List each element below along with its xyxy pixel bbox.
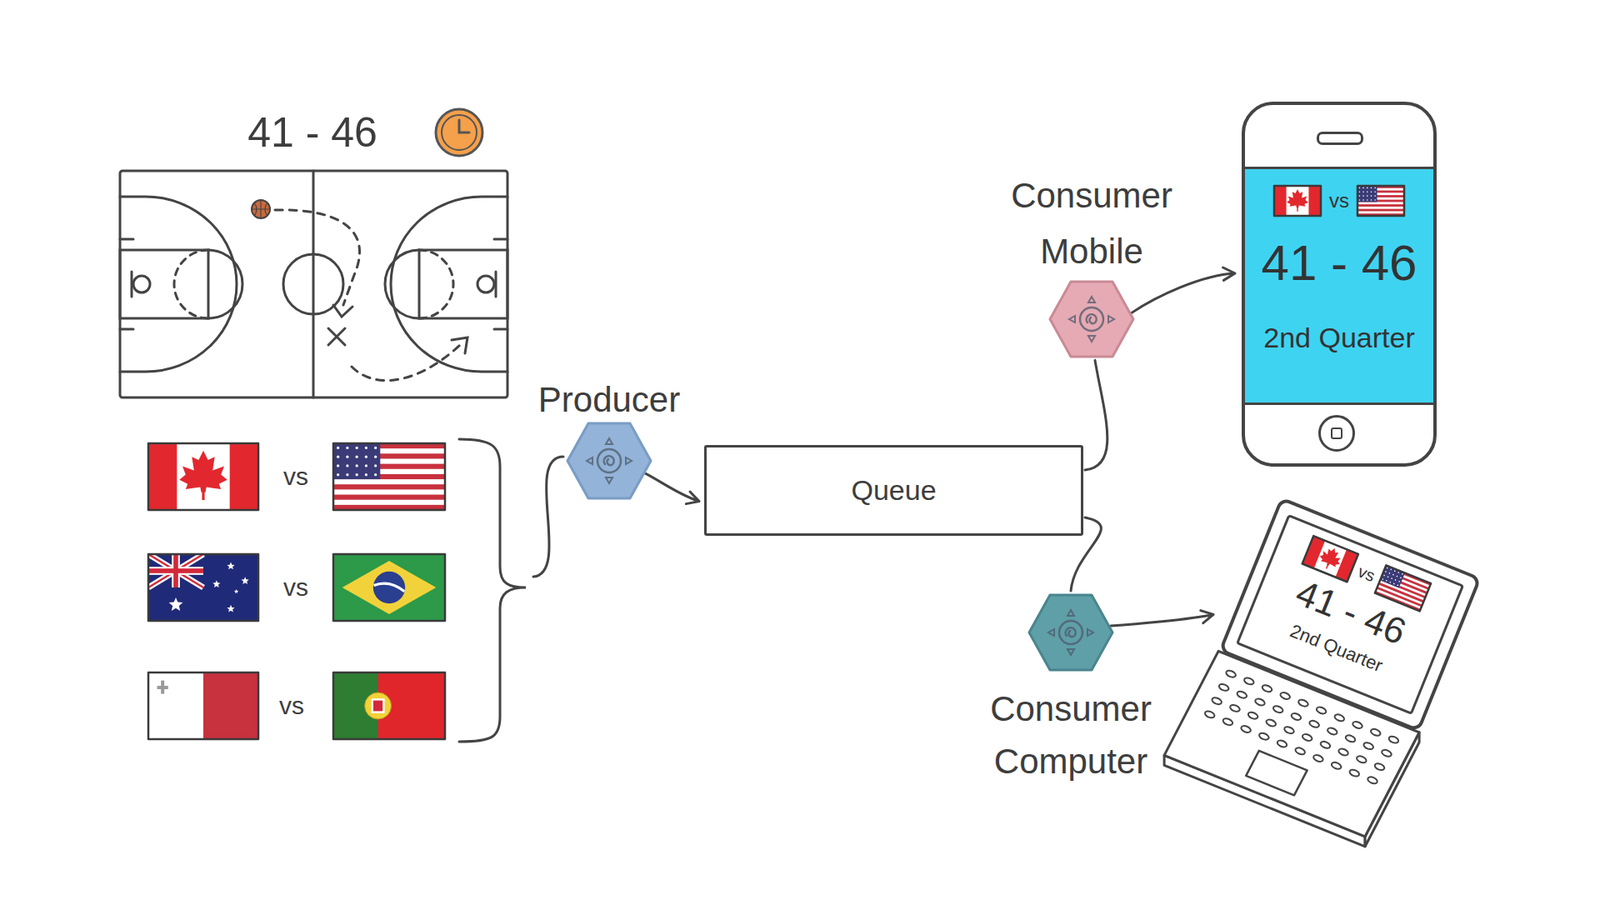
phone-speaker [1316, 131, 1364, 145]
queue-box: Queue [704, 445, 1084, 536]
node-label: Producer [525, 379, 693, 421]
service-hexagon [1048, 279, 1135, 360]
connector-line [1131, 267, 1235, 313]
node-label: Consumer Mobile [991, 167, 1192, 280]
phone-device: vs 41 - 46 2nd Quarter [1241, 101, 1437, 467]
versus-label: vs [283, 572, 309, 603]
service-hexagon [565, 420, 653, 501]
clock-icon [435, 109, 483, 156]
score-label: 41 - 46 [247, 107, 378, 158]
versus-text: vs [1329, 189, 1350, 214]
basketball-court [120, 170, 508, 398]
score-text: 41 - 46 [1245, 235, 1434, 291]
connector-line [1110, 610, 1214, 626]
period-text: 2nd Quarter [1245, 320, 1434, 355]
service-node: Producer [525, 379, 693, 501]
match-bracket [459, 439, 564, 742]
queue-label: Queue [850, 473, 936, 508]
connector-line [1085, 360, 1108, 470]
connector [1110, 610, 1214, 626]
connector-line [644, 472, 700, 504]
connector [1085, 360, 1108, 470]
flag-icon [1272, 184, 1323, 218]
flag-icon [1355, 184, 1406, 218]
play-path [275, 210, 468, 381]
versus-label: vs [283, 461, 309, 492]
service-node: Consumer Mobile [991, 167, 1192, 360]
phone-home-button [1318, 415, 1355, 452]
service-node: Consumer Computer [970, 592, 1171, 788]
service-hexagon [1027, 592, 1115, 673]
versus-text: vs [1355, 560, 1379, 586]
score-flags-row: vs [1245, 184, 1434, 218]
phone-screen: vs 41 - 46 2nd Quarter [1245, 166, 1434, 405]
basketball [251, 200, 270, 219]
connector [644, 472, 700, 504]
versus-label: vs [279, 690, 305, 721]
node-label: Consumer Computer [970, 682, 1171, 788]
team-flags [148, 443, 445, 740]
connector [1131, 267, 1235, 313]
